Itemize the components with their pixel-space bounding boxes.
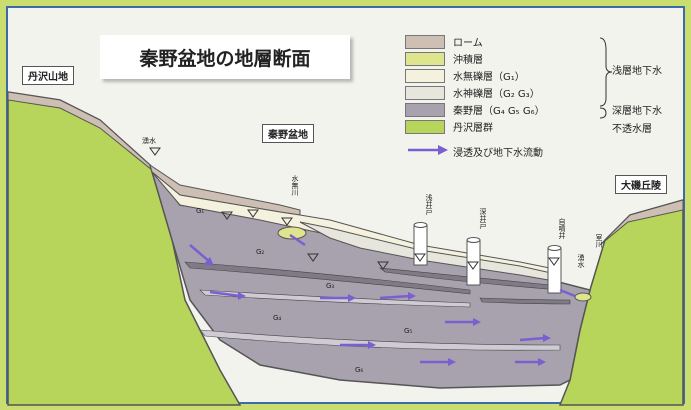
- alluvium-muro: [574, 292, 592, 302]
- label-mizunashi-river: 水無川: [291, 175, 299, 196]
- legend-label: 水神礫層（G₂ G₃）: [453, 89, 540, 100]
- legend-swatch-tanzawa: [405, 119, 445, 134]
- water-level-markers: [149, 147, 560, 270]
- legend-item: 水神礫層（G₂ G₃）: [405, 85, 540, 100]
- deep-well: [466, 237, 481, 286]
- legend-swatch-g2-g3: [405, 85, 445, 100]
- loam-right: [599, 199, 684, 246]
- label-oiso-hills: 大磯丘陵: [615, 175, 667, 194]
- legend-braces: [599, 37, 613, 119]
- group-shallow: 浅層地下水: [612, 66, 662, 77]
- layer-streak-1: [184, 261, 471, 295]
- legend-swatch-hadano: [405, 102, 445, 117]
- legend-item: 水無礫層（G₁）: [405, 68, 525, 83]
- label-artesian-well: 自噴井: [558, 218, 566, 239]
- legend-item: 秦野層（G₄ G₅ G₆）: [405, 102, 545, 117]
- layer-streak-5: [479, 297, 571, 305]
- shallow-well: [413, 222, 428, 266]
- label-shallow-well: 浅井戸: [425, 194, 433, 215]
- legend-label: 水無礫層（G₁）: [453, 72, 525, 83]
- label-spring-right: 湧水: [577, 254, 585, 268]
- page-title: 秦野盆地の地層断面: [100, 35, 350, 79]
- legend-label: ローム: [453, 38, 483, 49]
- label-g6: G₆: [355, 366, 364, 374]
- label-g1: G₁: [196, 207, 205, 215]
- legend-item: ローム: [405, 34, 483, 49]
- label-g3: G₃: [326, 282, 335, 290]
- legend-label: 丹沢層群: [453, 123, 493, 134]
- legend-swatch-g1: [405, 68, 445, 83]
- label-hadano-basin: 秦野盆地: [262, 124, 314, 143]
- legend-label: 秦野層（G₄ G₅ G₆）: [453, 106, 545, 117]
- label-muro-river: 室川: [595, 234, 603, 248]
- legend-arrow-label: 浸透及び地下水流動: [453, 148, 543, 159]
- groundwater-flow-arrows: [189, 233, 576, 366]
- legend-swatch-alluvium: [405, 51, 445, 66]
- label-spring-left: 湧水: [142, 137, 156, 145]
- legend: ローム 沖積層 水無礫層（G₁） 水神礫層（G₂ G₃） 秦野層（G₄ G₅ G…: [405, 32, 685, 167]
- legend-item: 丹沢層群: [405, 119, 493, 134]
- legend-swatch-loam: [405, 34, 445, 49]
- legend-arrow-icon: [408, 145, 448, 155]
- label-deep-well: 深井戸: [479, 208, 487, 229]
- group-impermeable: 不透水層: [612, 124, 652, 135]
- alluvium-mizunashi: [277, 226, 307, 240]
- label-g5: G₅: [404, 327, 413, 335]
- label-tanzawa: 丹沢山地: [22, 66, 74, 85]
- group-deep: 深層地下水: [612, 106, 662, 117]
- legend-label: 沖積層: [453, 55, 483, 66]
- label-g2: G₂: [256, 248, 265, 256]
- label-g4: G₄: [273, 314, 282, 322]
- legend-item: 沖積層: [405, 51, 483, 66]
- layer-streak-4: [199, 329, 561, 351]
- artesian-well: [547, 245, 562, 294]
